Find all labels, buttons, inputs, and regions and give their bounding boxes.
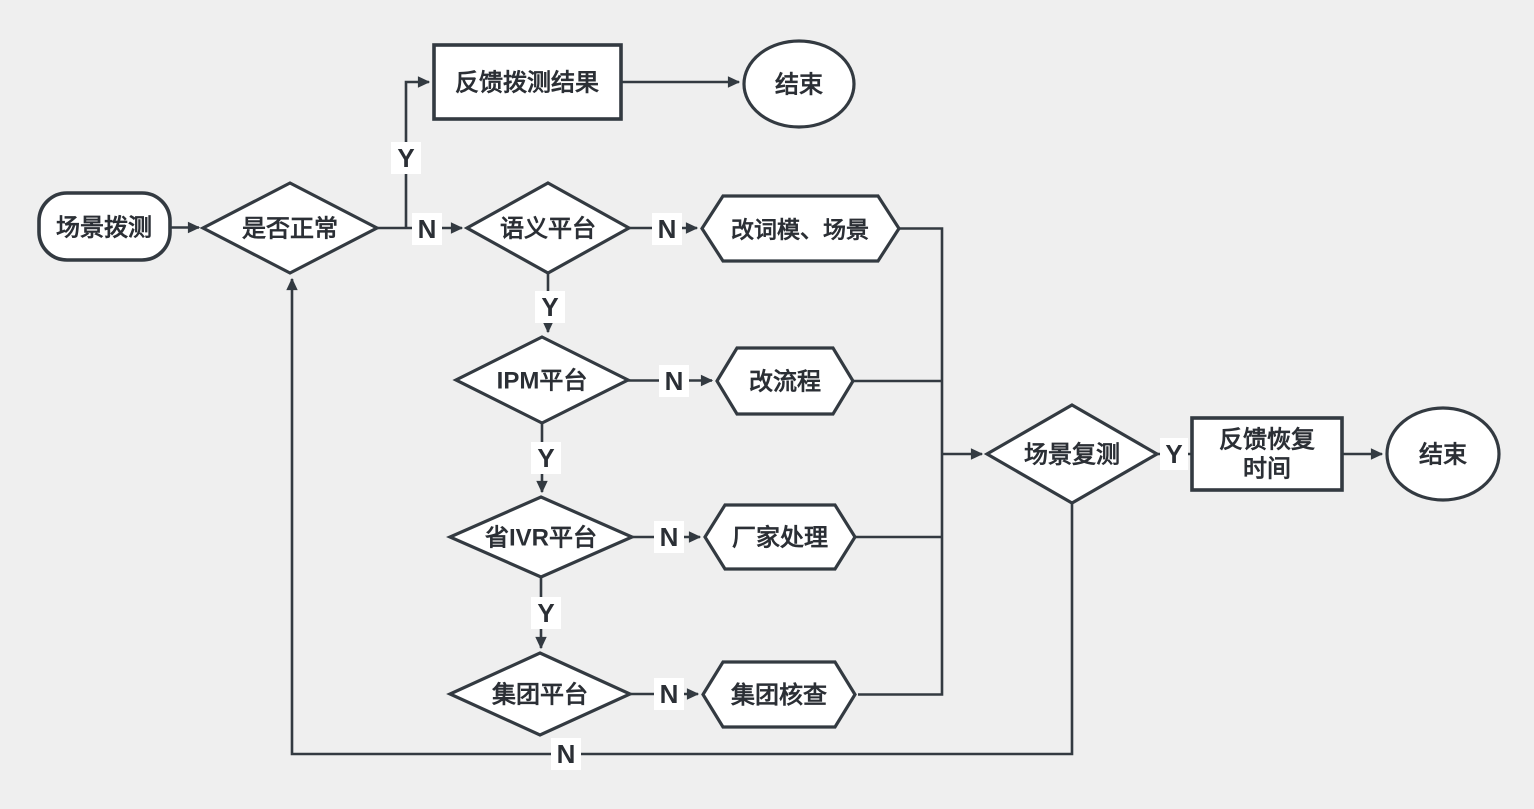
svg-text:改词模、场景: 改词模、场景 [731,217,869,243]
svg-text:场景拨测: 场景拨测 [56,215,152,242]
node-group-inspection: 集团核查 [701,660,857,729]
ipm-platform-shape [452,335,632,425]
scene-retest-shape [983,403,1161,505]
svg-text:Y: Y [537,443,554,473]
svg-text:IPM平台: IPM平台 [497,367,588,395]
edge-label-is-normal-yes: Y [391,142,421,174]
svg-text:结束: 结束 [1419,442,1468,469]
start-shape [37,191,172,262]
feedback-recovery-time-shape [1190,416,1344,492]
svg-text:反馈拨测结果: 反馈拨测结果 [455,70,599,97]
svg-text:时间: 时间 [1243,456,1291,483]
svg-text:场景复测: 场景复测 [1024,442,1120,469]
edge-label-is-normal-no: N [412,213,442,245]
svg-text:N: N [557,739,576,769]
svg-text:集团核查: 集团核查 [730,681,827,709]
edge-label-ipm-no: N [659,365,689,397]
label-bg [531,597,561,629]
vendor-handling-shape [703,503,857,571]
label-bg [391,142,421,174]
svg-text:是否正常: 是否正常 [242,216,338,243]
node-scene-retest: 场景复测 [983,403,1161,505]
svg-text:厂家处理: 厂家处理 [732,524,828,552]
label-bg [1160,438,1188,470]
svg-text:N: N [418,214,437,244]
svg-text:Y: Y [397,143,414,173]
svg-text:N: N [660,679,679,709]
edge-label-ivr-yes: Y [531,597,561,629]
node-province-ivr-platform: 省IVR平台 [446,495,636,579]
group-platform-shape [446,651,634,737]
node-semantic-platform: 语义平台 [463,181,633,275]
node-start: 场景拨测 [37,191,172,262]
node-end-right: 结束 [1385,406,1501,502]
label-bg [535,291,565,323]
node-is-normal: 是否正常 [199,181,381,275]
semantic-platform-shape [463,181,633,275]
fix-process-shape [715,346,855,416]
end-right-shape [1385,406,1501,502]
svg-text:Y: Y [541,292,558,322]
svg-text:语义平台: 语义平台 [500,215,596,243]
svg-text:Y: Y [1165,439,1182,469]
node-fix-process: 改流程 [715,346,855,416]
label-bg [654,678,684,710]
svg-text:省IVR平台: 省IVR平台 [484,524,597,552]
edge-label-group-no: N [654,678,684,710]
svg-text:N: N [660,522,679,552]
edge-label-ipm-yes: Y [531,442,561,474]
nodes: 场景拨测 是否正常 反馈拨测结果 结束 语义平台 改词模、场景 IPM平台 [37,39,1501,737]
edge-is-normal-yes [404,76,431,228]
label-bg [654,521,684,553]
end-top-shape [742,39,856,129]
is-normal-shape [199,181,381,275]
node-vendor-handling: 厂家处理 [703,503,857,571]
edge-label-ivr-no: N [654,521,684,553]
label-bg [412,213,442,245]
label-bg [659,365,689,397]
edges [170,76,1384,756]
edge-retest-no-loop [286,277,1074,756]
edge-label-semantic-no: N [652,213,682,245]
svg-text:Y: Y [537,598,554,628]
edge-label-semantic-yes: Y [535,291,565,323]
svg-text:N: N [658,214,677,244]
label-bg [551,738,581,770]
edge-label-retest-no: N [551,738,581,770]
node-feedback-recovery-time: 反馈恢复 时间 [1190,416,1344,492]
province-ivr-platform-shape [446,495,636,579]
node-group-platform: 集团平台 [446,651,634,737]
node-ipm-platform: IPM平台 [452,335,632,425]
svg-text:改流程: 改流程 [749,369,821,396]
edge-label-retest-yes: Y [1160,438,1188,470]
feedback-result-shape [432,43,623,121]
svg-text:集团平台: 集团平台 [491,681,588,709]
group-inspection-shape [701,660,857,729]
fix-lexicon-scene-shape [700,194,901,263]
svg-text:结束: 结束 [775,72,824,99]
edge-labels: Y N N Y N Y N Y [391,142,1188,770]
svg-text:N: N [665,366,684,396]
svg-text:反馈恢复: 反馈恢复 [1219,427,1316,454]
label-bg [652,213,682,245]
node-end-top: 结束 [742,39,856,129]
edge-collector-main [858,227,944,696]
node-feedback-result: 反馈拨测结果 [432,43,623,121]
node-fix-lexicon-scene: 改词模、场景 [700,194,901,263]
label-bg [531,442,561,474]
